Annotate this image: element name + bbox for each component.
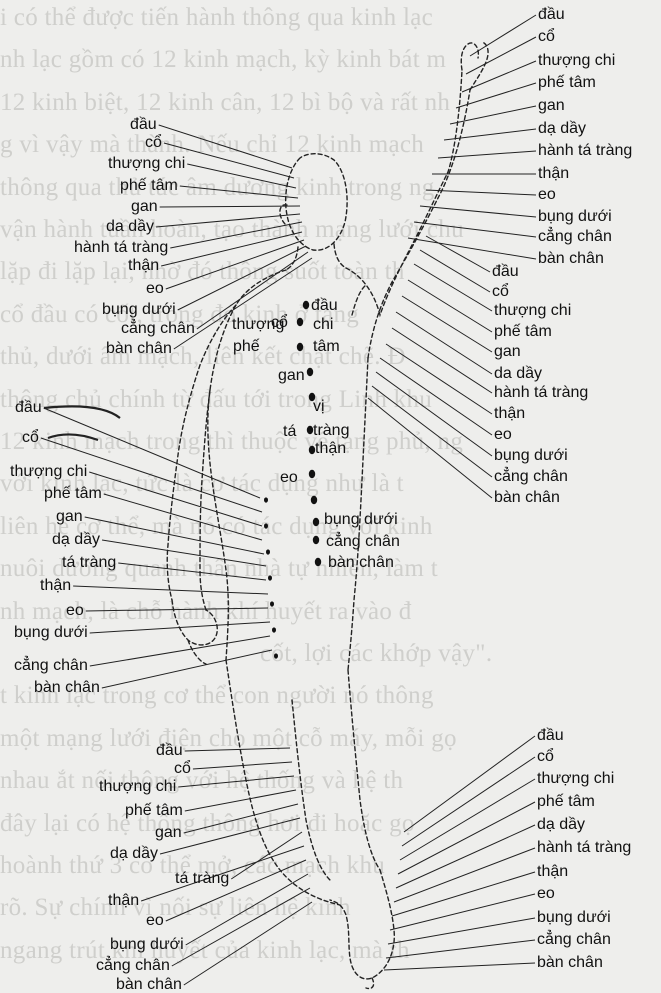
label-chest-kidney: thận	[315, 441, 346, 457]
label-face-duodenum: hành tá tràng	[74, 240, 168, 256]
label-arm-lung-heart: phế tâm	[44, 486, 102, 502]
label-right-hand-waist: eo	[538, 187, 556, 203]
label-chest-head: đầu	[311, 298, 338, 314]
label-right-hand-stomach: dạ dầy	[538, 121, 586, 137]
label-right-hand-kidney: thận	[538, 166, 569, 182]
label-face-liver: gan	[131, 199, 158, 215]
label-foot-foot: bàn chân	[537, 955, 603, 971]
label-foot-head: đầu	[537, 728, 564, 744]
label-right-hand-neck: cổ	[538, 29, 555, 45]
label-chest-waist: eo	[280, 470, 298, 486]
label-forearm-shin: cẳng chân	[494, 469, 568, 485]
label-chest-heart: tâm	[313, 339, 340, 355]
label-chest-limb: chi	[313, 317, 333, 333]
label-arm-duodenum: tá tràng	[62, 555, 116, 571]
label-forearm-lower-abdomen: bụng dưới	[494, 448, 568, 464]
label-foot-kidney: thận	[537, 864, 568, 880]
label-forearm-stomach: da dầy	[494, 366, 542, 382]
label-chest-duodenum-a: tá	[283, 424, 296, 440]
label-chest-stomach: vị	[313, 399, 325, 415]
label-leg-shin: cẳng chân	[96, 958, 170, 974]
label-chest-duodenum-b: tràng	[313, 423, 349, 439]
label-foot-lung-heart: phế tâm	[537, 794, 595, 810]
label-chest-shin: cẳng chân	[326, 534, 400, 550]
label-chest-lung: phế	[233, 339, 260, 355]
label-forearm-duodenum: hành tá tràng	[494, 385, 588, 401]
label-face-head: đầu	[130, 117, 157, 133]
label-forearm-waist: eo	[494, 427, 512, 443]
label-face-upper-limb: thượng chi	[108, 156, 185, 172]
label-face-stomach: da dầy	[106, 219, 154, 235]
label-arm-head: đầu	[15, 400, 42, 416]
label-leg-stomach: dạ dầy	[110, 846, 158, 862]
label-foot-lower-abdomen: bụng dưới	[537, 910, 611, 926]
label-leg-lung-heart: phế tâm	[125, 803, 183, 819]
label-arm-lower-abdomen: bụng dưới	[14, 625, 88, 641]
label-face-shin: cẳng chân	[121, 321, 195, 337]
label-leg-lower-abdomen: bụng dưới	[110, 937, 184, 953]
label-face-neck: cổ	[145, 135, 162, 151]
label-leg-head: đầu	[156, 743, 183, 759]
label-chest-foot: bàn chân	[328, 555, 394, 571]
label-right-hand-liver: gan	[538, 98, 565, 114]
label-forearm-upper-limb: thượng chi	[494, 303, 571, 319]
label-right-hand-shin: cẳng chân	[538, 229, 612, 245]
label-foot-shin: cẳng chân	[537, 932, 611, 948]
label-right-hand-upper-limb: thượng chi	[538, 53, 615, 69]
label-face-lung-heart: phế tâm	[120, 178, 178, 194]
label-foot-stomach: dạ dầy	[537, 817, 585, 833]
label-right-hand-lower-abdomen: bụng dưới	[538, 209, 612, 225]
label-arm-stomach: dạ dầy	[52, 532, 100, 548]
label-foot-waist: eo	[537, 886, 555, 902]
label-chest-liver: gan	[278, 368, 305, 384]
label-right-hand-head: đầu	[538, 7, 565, 23]
label-leg-upper-limb: thượng chi	[99, 779, 176, 795]
label-leg-kidney: thận	[108, 893, 139, 909]
label-leg-neck: cổ	[174, 761, 191, 777]
label-foot-neck: cổ	[537, 749, 554, 765]
label-face-foot: bàn chân	[106, 341, 172, 357]
label-arm-foot: bàn chân	[34, 680, 100, 696]
label-arm-upper-limb: thượng chi	[10, 464, 87, 480]
label-arm-waist: eo	[66, 603, 84, 619]
label-forearm-kidney: thận	[494, 406, 525, 422]
label-chest-upper: thượng	[232, 317, 284, 333]
label-right-hand-duodenum: hành tá tràng	[538, 143, 632, 159]
label-face-waist: eo	[146, 281, 164, 297]
label-chest-lower-abdomen: bụng dưới	[324, 512, 398, 528]
label-arm-kidney: thận	[40, 578, 71, 594]
label-face-kidney: thận	[128, 258, 159, 274]
label-leg-duodenum: tá tràng	[175, 871, 229, 887]
label-right-hand-foot: bàn chân	[538, 251, 604, 267]
label-arm-shin: cẳng chân	[14, 658, 88, 674]
label-arm-liver: gan	[56, 509, 83, 525]
label-leg-waist: eo	[146, 913, 164, 929]
label-forearm-foot: bàn chân	[494, 490, 560, 506]
label-forearm-head: đầu	[492, 264, 519, 280]
label-forearm-liver: gan	[494, 344, 521, 360]
label-foot-duodenum: hành tá tràng	[537, 840, 631, 856]
label-forearm-neck: cổ	[492, 284, 509, 300]
label-arm-neck: cổ	[22, 430, 39, 446]
label-right-hand-lung-heart: phế tâm	[538, 75, 596, 91]
label-leg-liver: gan	[155, 825, 182, 841]
label-face-lower-abdomen: bụng dưới	[102, 302, 176, 318]
label-forearm-lung-heart: phế tâm	[494, 324, 552, 340]
label-foot-upper-limb: thượng chi	[537, 771, 614, 787]
